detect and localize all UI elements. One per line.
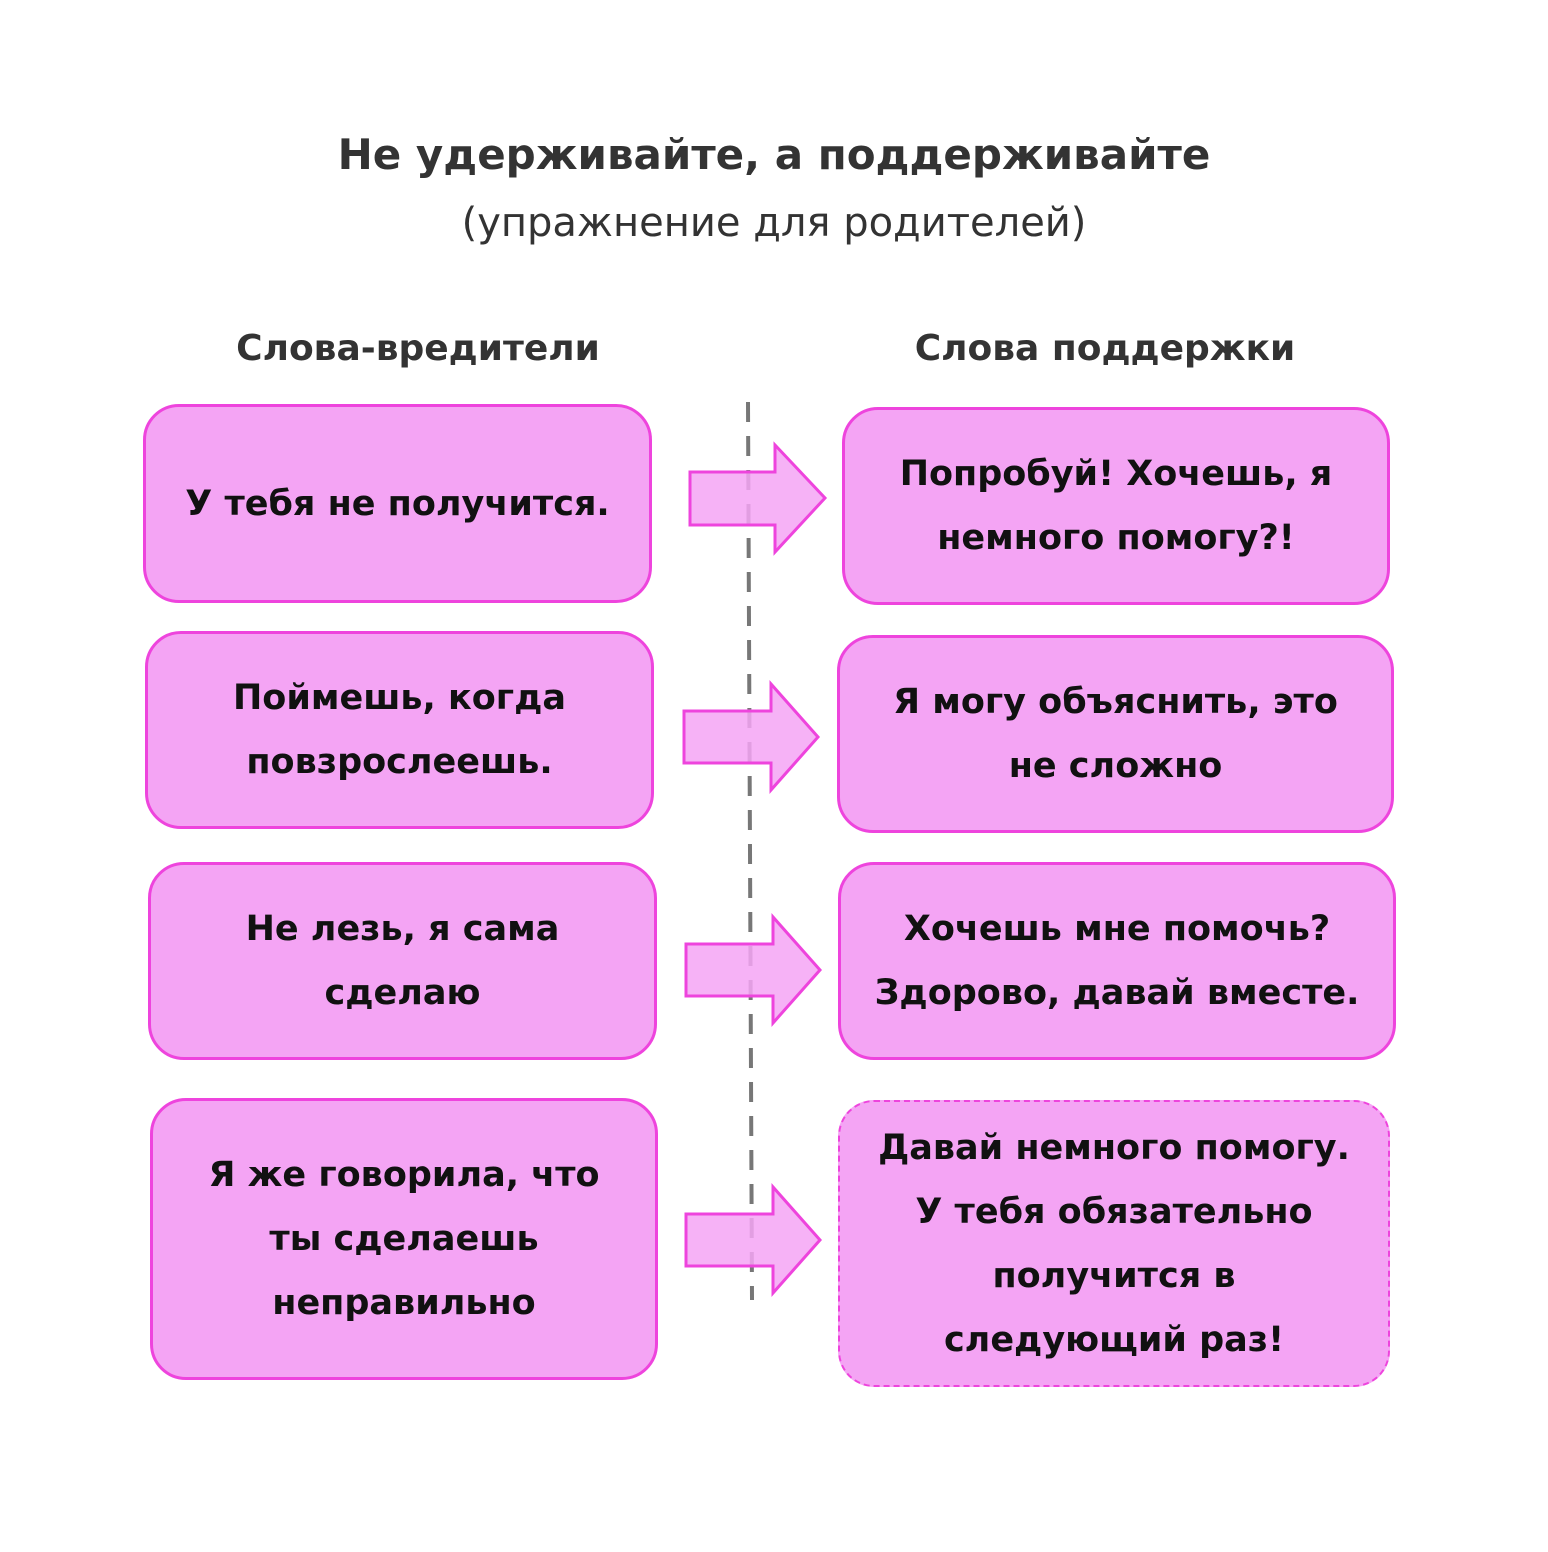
supportive-phrase-box: Хочешь мне помочь? Здорово, давай вместе…: [838, 862, 1396, 1060]
right-column-heading: Слова поддержки: [914, 328, 1296, 369]
left-column-heading: Слова-вредители: [236, 328, 600, 369]
arrow-icon: [682, 680, 821, 794]
harmful-phrase-box: Не лезь, я сама сделаю: [148, 862, 657, 1060]
arrow-icon: [684, 1183, 823, 1297]
arrow-icon: [684, 913, 823, 1027]
harmful-phrase-box: Поймешь, когда повзрослеешь.: [145, 631, 654, 829]
title: Не удерживайте, а поддерживайте: [337, 130, 1211, 179]
harmful-phrase-box: У тебя не получится.: [143, 404, 652, 603]
supportive-phrase-box: Давай немного помогу. У тебя обязательно…: [838, 1100, 1390, 1387]
divider-line: [746, 401, 754, 1301]
harmful-phrase-box: Я же говорила, что ты сделаешь неправиль…: [150, 1098, 658, 1380]
supportive-phrase-box: Я могу объяснить, это не сложно: [837, 635, 1394, 833]
supportive-phrase-box: Попробуй! Хочешь, я немного помогу?!: [842, 407, 1390, 605]
subtitle: (упражнение для родителей): [461, 200, 1087, 246]
arrow-icon: [688, 441, 828, 556]
